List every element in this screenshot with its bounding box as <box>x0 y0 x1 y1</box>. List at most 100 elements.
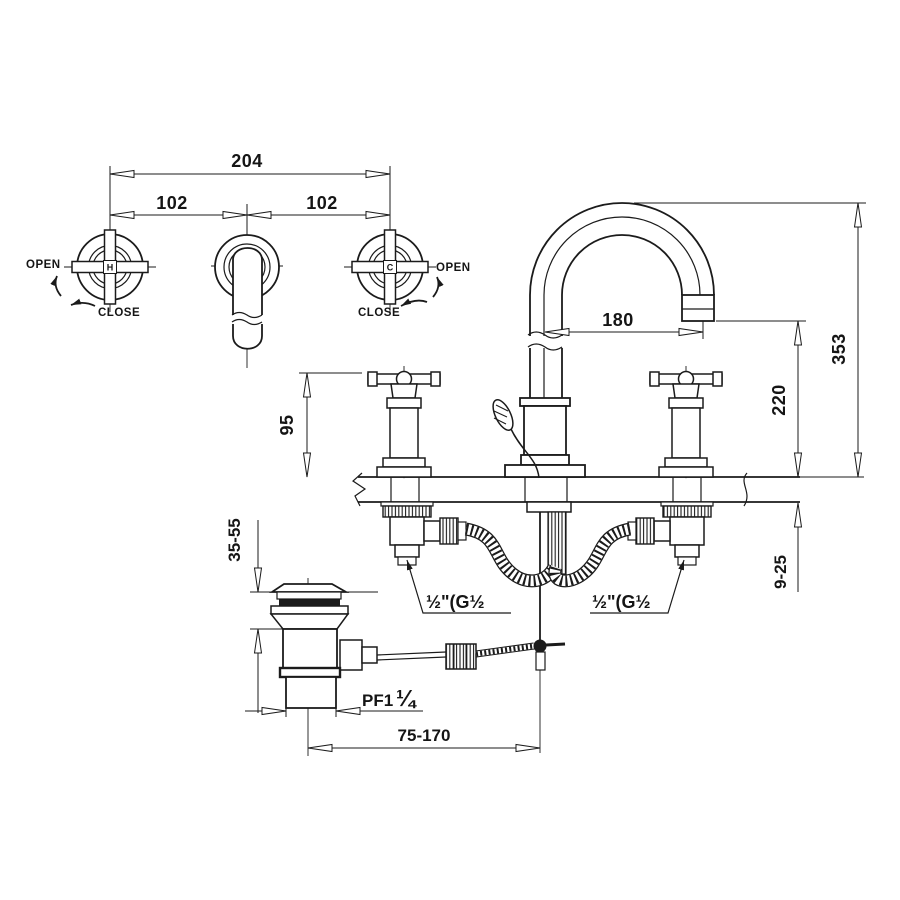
lift-rod-end <box>535 651 546 671</box>
cold-handle-top: C <box>351 229 429 305</box>
lift-rod-upper <box>510 428 540 479</box>
spout-arc-middle <box>543 216 701 296</box>
drain-ring-wide <box>270 605 349 615</box>
valve-right <box>627 501 714 566</box>
deck-hole-right-edges <box>672 477 702 502</box>
handle-right-collar <box>668 397 704 409</box>
top-view: 204 102 102 H C <box>26 151 471 368</box>
handle-right-base-flange <box>658 466 714 478</box>
valve-right-locknut <box>662 505 712 518</box>
drain-outlet-step1 <box>339 639 363 671</box>
deck-hole-center-edges <box>524 477 568 502</box>
valve-left-inlet <box>394 544 420 558</box>
cold-open-close: OPEN CLOSE <box>358 262 471 319</box>
handle-left-base-step <box>382 457 426 468</box>
spout-lever-break-lines <box>231 311 263 326</box>
drain-assembly: 35-55 PF1 ¼ 75-170 <box>225 518 566 756</box>
valve-left-hose-nut <box>439 517 459 545</box>
hose-thread-label-right: ½"(G½ <box>592 592 651 612</box>
cold-close-arrow <box>400 298 428 307</box>
popup-rod-coupling <box>445 643 477 670</box>
pf-thread-label: PF1 <box>362 691 393 710</box>
drain-locking-band <box>278 666 342 679</box>
handle-right-tbar-cap2 <box>712 371 723 387</box>
dim-102-right-label: 102 <box>306 193 338 213</box>
hot-close-label: CLOSE <box>98 307 140 319</box>
knob-hatch <box>493 404 509 425</box>
deck-penetrations <box>390 477 702 502</box>
popup-ball-joint <box>533 639 547 653</box>
handle-right-neck <box>672 383 700 399</box>
hose-right <box>548 522 632 588</box>
valve-left-hose-stub <box>457 521 467 541</box>
side-view: ½"(G½ ½"(G½ 95 180 220 353 9-25 <box>277 202 866 641</box>
spout-riser-break <box>527 331 563 351</box>
spout-top <box>214 234 280 350</box>
spout-base-step <box>520 454 570 466</box>
handle-left-body <box>389 407 419 459</box>
drain-gasket <box>279 599 340 606</box>
drain-outlet-step2 <box>361 646 378 664</box>
top-dim-extension-lines <box>109 166 391 240</box>
deck-hole-left-edges <box>390 477 420 502</box>
spout-riser-edges <box>529 295 563 398</box>
valve-right-inlet-tip <box>677 556 697 566</box>
cold-open-label: OPEN <box>436 262 471 274</box>
cold-open-arrow <box>432 276 444 298</box>
hot-handle-top: H <box>71 229 149 305</box>
deck-break-right <box>743 472 748 507</box>
valve-left-port <box>423 520 441 542</box>
hose-right-braid <box>549 523 632 587</box>
drain-body <box>282 628 338 669</box>
handle-left-neck <box>390 383 418 399</box>
hot-open-arrow <box>50 275 62 297</box>
valve-left-locknut <box>382 505 432 518</box>
dim-102-left-label: 102 <box>156 193 188 213</box>
spout-arc-outer <box>529 202 715 296</box>
deck-hole-center <box>525 478 567 501</box>
twisted-rod-spiral <box>475 643 535 657</box>
handle-left-collar <box>386 397 422 409</box>
drain-tailpipe <box>285 676 337 709</box>
handle-right-base-step <box>664 457 708 468</box>
hose-thread-label-left: ½"(G½ <box>426 592 485 612</box>
hose-thread-leader-left <box>406 559 511 614</box>
handle-left-tbar-cap1 <box>367 371 378 387</box>
dim-9-25-label: 9-25 <box>771 555 790 589</box>
drain-ring-top <box>276 591 342 600</box>
cold-close-label: CLOSE <box>358 307 400 319</box>
spout-outlet <box>681 294 715 322</box>
hose-left <box>464 522 560 588</box>
hose-thread-callout-right: ½"(G½ <box>590 559 685 614</box>
hot-letter: H <box>107 263 114 273</box>
threaded-shank <box>547 511 567 575</box>
handle-side-left <box>367 366 441 480</box>
hose-thread-callout-left: ½"(G½ <box>406 559 511 614</box>
hot-open-close: OPEN CLOSE <box>26 259 140 319</box>
cold-handle-center-box <box>383 260 397 274</box>
valve-left-body <box>389 516 425 546</box>
handle-right-body <box>671 407 701 459</box>
popup-coupling-dividers <box>453 644 467 669</box>
lift-rod-knob <box>492 399 540 479</box>
deck-hole-right <box>673 478 701 501</box>
spout-lever <box>232 247 263 350</box>
dim-pf-extensions <box>285 708 337 717</box>
dim-180-label: 180 <box>602 310 634 330</box>
hot-open-label: OPEN <box>26 259 61 271</box>
hot-handle-center-box <box>103 260 117 274</box>
valve-right-port <box>653 520 671 542</box>
center-shank <box>526 501 572 641</box>
dim-353-label: 353 <box>829 333 849 365</box>
drain-cap <box>269 583 350 593</box>
deck-lines <box>358 476 800 503</box>
handle-right-tbar-cap1 <box>649 371 660 387</box>
popup-rod-stub <box>545 642 566 647</box>
drain-taper <box>269 613 350 630</box>
valve-right-hose-nut <box>635 517 655 545</box>
spout-collar <box>519 397 571 407</box>
spout-lever-break-gap <box>230 315 265 324</box>
valve-right-body <box>669 516 705 546</box>
